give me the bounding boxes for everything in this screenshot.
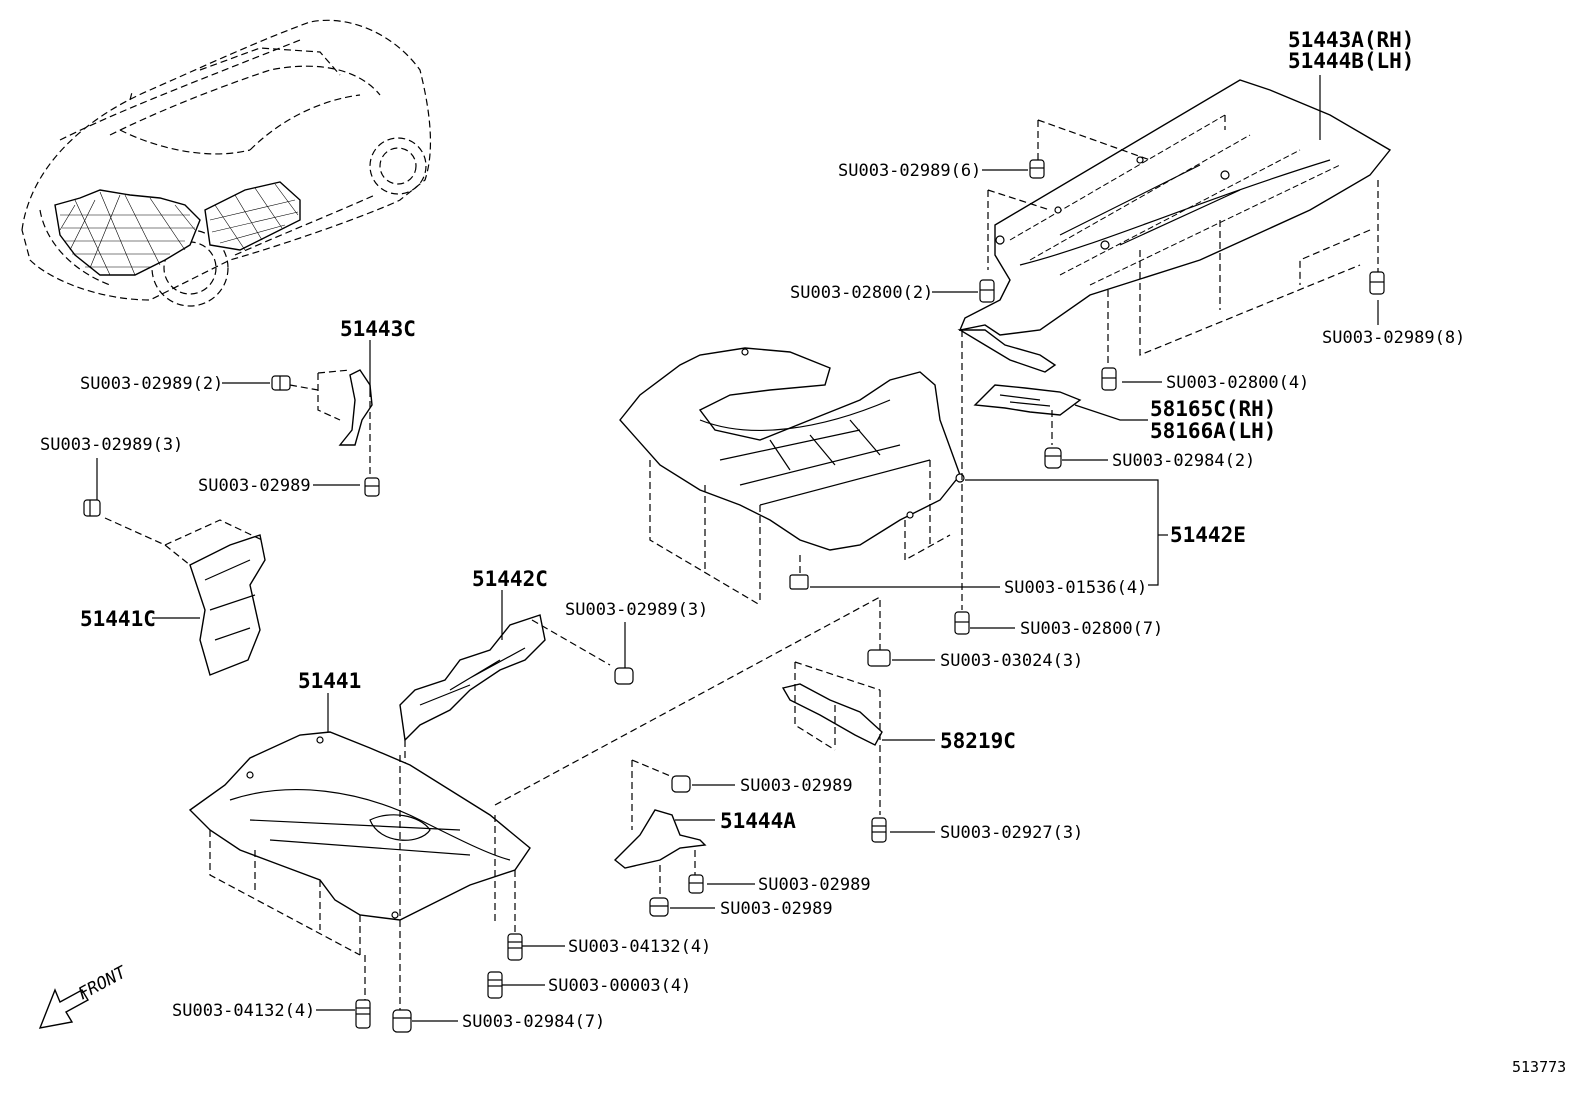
part-label-58166a: 58166A(LH) (1150, 419, 1276, 443)
part-51444a-bracket (613, 759, 707, 900)
part-51443a-cover (958, 79, 1392, 336)
fastener-label: SU003-01536(4) (1004, 578, 1147, 598)
fastener-label: SU003-02989(3) (40, 435, 183, 455)
fastener-label: SU003-02989(6) (838, 161, 981, 181)
part-label-51444b: 51444B(LH) (1288, 49, 1414, 73)
part-58165c-bracket (957, 329, 1082, 416)
fastener-label: SU003-02984(7) (462, 1012, 605, 1032)
part-label-58219c: 58219C (940, 729, 1016, 753)
front-label: FRONT (75, 962, 131, 1005)
clip-icon (979, 279, 995, 303)
part-58219c-bracket (781, 661, 883, 751)
fastener-label: SU003-04132(4) (172, 1001, 315, 1021)
diagram-number: 513773 (1512, 1058, 1566, 1076)
bolt-icon (83, 499, 101, 517)
part-51443c-bracket (317, 369, 373, 446)
part-51441c-bracket (164, 519, 266, 676)
fastener-label: SU003-02989(2) (80, 374, 223, 394)
fastener-label: SU003-02927(3) (940, 823, 1083, 843)
fastener-label: SU003-02800(4) (1166, 373, 1309, 393)
part-51442c-cover (399, 614, 611, 775)
bolt-icon (1369, 271, 1385, 295)
part-51442e-cover (619, 347, 965, 606)
bolt-icon (649, 897, 669, 917)
fastener-label: SU003-02989(3) (565, 600, 708, 620)
part-labels: 51443A(RH) 51444B(LH) 51443C 51441C 5144… (80, 28, 1414, 833)
bolt-icon (688, 874, 704, 894)
screw-icon (355, 999, 371, 1029)
part-label-51444a: 51444A (720, 809, 796, 833)
fastener-label: SU003-00003(4) (548, 976, 691, 996)
part-label-51442e: 51442E (1170, 523, 1246, 547)
clip-icon (954, 611, 970, 635)
fastener-label: SU003-02989 (198, 476, 311, 496)
part-51441-cover (188, 596, 881, 1015)
part-label-51441c: 51441C (80, 607, 156, 631)
clip-icon (1101, 367, 1117, 391)
bolt-icon (671, 775, 691, 793)
front-direction-arrow: FRONT (38, 962, 131, 1029)
part-label-58165c: 58165C(RH) (1150, 397, 1276, 421)
bolt-icon (364, 477, 380, 497)
fastener-label: SU003-02800(2) (790, 283, 933, 303)
bolt-icon (1029, 159, 1045, 179)
part-label-51443a: 51443A(RH) (1288, 28, 1414, 52)
nut-icon (392, 1009, 412, 1033)
fastener-label: SU003-02989 (758, 875, 871, 895)
part-label-51443c: 51443C (340, 317, 416, 341)
fastener-label: SU003-02989 (740, 776, 853, 796)
leader-lines (96, 75, 1379, 1022)
screw-icon (871, 817, 887, 843)
fastener-label: SU003-03024(3) (940, 651, 1083, 671)
fastener-label: SU003-02800(7) (1020, 619, 1163, 639)
screw-icon (507, 933, 523, 961)
fastener-label: SU003-04132(4) (568, 937, 711, 957)
fastener-label: SU003-02989 (720, 899, 833, 919)
bolt-icon (614, 667, 634, 685)
fastener-label: SU003-02984(2) (1112, 451, 1255, 471)
fastener-label: SU003-02989(8) (1322, 328, 1465, 348)
nut-clip-icon (789, 574, 809, 590)
vehicle-illustration (21, 19, 432, 307)
screw-icon (487, 971, 503, 999)
bolt-icon (271, 375, 291, 391)
part-label-51441: 51441 (298, 669, 361, 693)
nut-icon (1044, 447, 1062, 469)
nut-icon (867, 649, 891, 667)
part-label-51442c: 51442C (472, 567, 548, 591)
fastener-labels: SU003-02989(6) SU003-02800(2) SU003-0298… (40, 161, 1465, 1032)
fasteners (83, 159, 1385, 1033)
